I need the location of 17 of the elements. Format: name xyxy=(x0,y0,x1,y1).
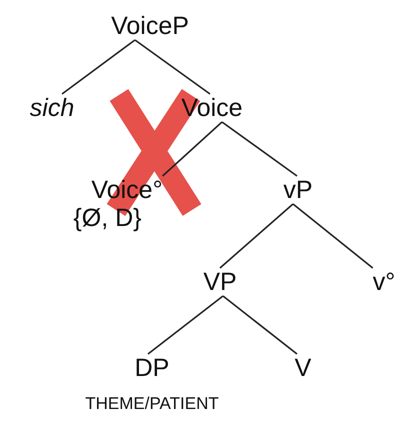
node-label: DP xyxy=(134,354,170,382)
tree-branch xyxy=(162,121,223,177)
tree-branch xyxy=(222,121,298,177)
tree-branch xyxy=(219,203,294,269)
tree-branch xyxy=(292,203,374,269)
node-label: vP xyxy=(283,176,313,204)
tree-branch xyxy=(134,39,210,95)
node-label: sich xyxy=(30,94,74,122)
feature-annotation: {Ø, D} xyxy=(73,204,142,232)
tree-branch xyxy=(148,295,224,355)
node-label: v° xyxy=(372,268,396,296)
node-label: VoiceP xyxy=(111,12,189,40)
tree-branch xyxy=(222,295,298,355)
node-label: VP xyxy=(203,268,237,296)
feature-annotation: THEME/PATIENT xyxy=(85,394,219,414)
tree-branch xyxy=(62,39,136,95)
node-label: V xyxy=(294,354,312,382)
